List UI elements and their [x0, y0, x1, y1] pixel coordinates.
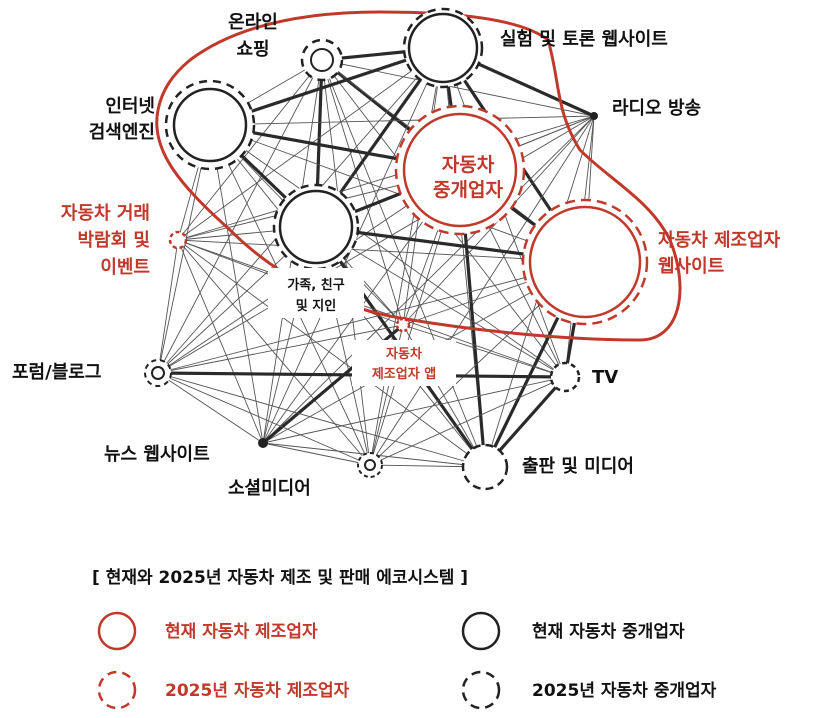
forum-node: [151, 366, 165, 380]
experiment-site-label: 실험 및 토론 웹사이트: [500, 28, 668, 50]
edge-expo-news: [177, 239, 264, 444]
internet-search-label-2: 검색엔진: [89, 122, 155, 143]
social-node: [364, 459, 376, 471]
legend-current-dealer-icon: [461, 611, 501, 651]
edge-app-tv: [402, 324, 566, 378]
edge-expo-social: [177, 239, 371, 466]
experiment-site-node: [407, 12, 479, 84]
maker-app-node: [395, 317, 411, 333]
news-label: 뉴스 웹사이트: [104, 444, 210, 465]
edge-forum-social: [157, 372, 371, 466]
publishing-label: 출판 및 미디어: [522, 456, 634, 477]
edge-maker-forum: [157, 261, 586, 374]
edge-radio-news: [262, 115, 595, 444]
edge-search-news: [209, 124, 264, 444]
maker-site-node: [528, 205, 642, 319]
tv-node: [549, 361, 581, 393]
legend-current-dealer-label: 현재 자동차 중개업자: [532, 622, 685, 642]
legend: [ 현재와 2025년 자동차 제조 및 판매 에코시스템 ] 현재 자동차 제…: [92, 568, 717, 710]
edge-forum-news: [157, 372, 264, 444]
edge-radio-social: [369, 115, 595, 466]
edge-shop-forum: [157, 59, 323, 374]
edge-exp-social: [369, 47, 444, 466]
forum-label: 포럼/블로그: [12, 362, 101, 383]
edge-expo-forum: [157, 239, 179, 374]
expo-label-3: 이벤트: [100, 257, 150, 278]
edge-search-radio: [209, 115, 595, 126]
online-shopping-label-2: 쇼핑: [236, 39, 269, 60]
family-label-1: 가족, 친구: [287, 278, 344, 293]
family-label-2: 및 지인: [296, 298, 336, 314]
legend-title: [ 현재와 2025년 자동차 제조 및 판매 에코시스템 ]: [92, 568, 468, 588]
maker-site-label-1: 자동차 제조업자: [658, 230, 781, 251]
legend-current-maker-label: 현재 자동차 제조업자: [165, 622, 318, 642]
tv-label: TV: [592, 367, 618, 388]
edge-expo-pub: [177, 239, 486, 468]
edge-family-tv: [315, 226, 566, 378]
edge-radio-expo: [177, 115, 595, 241]
edge-forum-pub: [157, 372, 486, 468]
expo-label-2: 박람회 및: [77, 230, 150, 251]
radio-label: 라디오 방송: [612, 98, 701, 119]
edge-tv-news: [262, 376, 566, 444]
edge-expo-tv: [177, 239, 566, 378]
legend-future-dealer-label: 2025년 자동차 중개업자: [532, 681, 717, 701]
edge-shop-pub: [321, 59, 486, 468]
dealer-label-2: 중개업자: [433, 179, 503, 201]
maker-app-label-2: 제조업자 앱: [372, 367, 436, 382]
internet-search-label-1: 인터넷: [105, 96, 155, 117]
online-shopping-node-inner: [310, 48, 334, 72]
publishing-node: [461, 443, 509, 491]
expo-node: [168, 230, 188, 250]
radio-node: [590, 112, 598, 120]
news-node: [258, 438, 268, 448]
edge-tv-social: [369, 376, 566, 466]
maker-app-label-bg: [352, 340, 456, 386]
edge-shop-expo: [177, 59, 323, 241]
edge-shop-app: [321, 59, 404, 326]
social-label: 소셜미디어: [228, 478, 311, 499]
internet-search-node: [172, 87, 248, 163]
dealer-node: [402, 112, 518, 228]
maker-app-label-1: 자동차: [386, 346, 422, 362]
family-node: [278, 189, 354, 265]
legend-future-maker-label: 2025년 자동차 제조업자: [165, 681, 350, 701]
online-shopping-label-1: 온라인: [228, 12, 278, 33]
family-label-bg: [268, 268, 364, 318]
legend-future-maker-icon: [97, 670, 137, 710]
edge-app-forum: [157, 324, 404, 374]
dealer-label-1: 자동차: [442, 154, 495, 176]
edge-news-social: [262, 442, 371, 466]
legend-current-maker-icon: [97, 611, 137, 651]
legend-future-dealer-icon: [461, 670, 501, 710]
expo-label-1: 자동차 거래: [61, 203, 150, 224]
maker-site-label-2: 웹사이트: [658, 256, 724, 277]
